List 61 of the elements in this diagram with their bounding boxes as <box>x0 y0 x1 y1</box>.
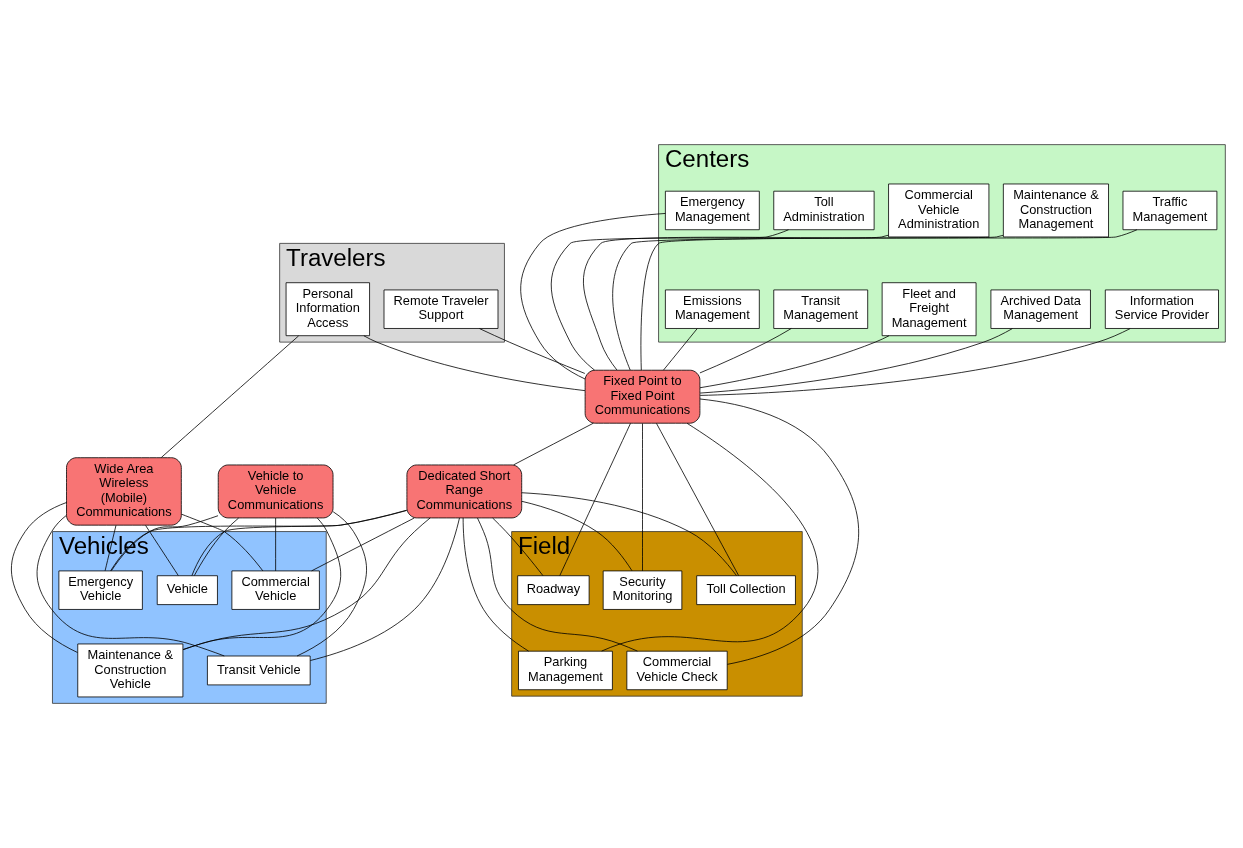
connector <box>11 502 78 653</box>
node-box: Transit Management <box>773 289 869 329</box>
connector <box>520 213 666 380</box>
node-box: Traffic Management <box>1122 190 1218 231</box>
connector <box>36 515 225 657</box>
connector <box>111 515 219 572</box>
node-box: Commercial Vehicle Check <box>626 650 728 691</box>
connector <box>182 517 431 650</box>
node-box: Emergency Management <box>665 190 760 231</box>
node-box: Personal Information Access <box>285 282 370 337</box>
connector <box>642 423 643 572</box>
node-box: Toll Administration <box>773 190 875 231</box>
node-box: Vehicle to Vehicle Communications <box>217 464 334 519</box>
connector <box>479 328 586 374</box>
connector <box>145 525 179 576</box>
connector <box>640 229 1138 371</box>
connector <box>699 398 860 665</box>
connector <box>656 423 740 576</box>
connector <box>583 234 889 371</box>
node-box: Parking Management <box>518 650 613 691</box>
connector <box>311 517 415 572</box>
node-box: Information Service Provider <box>1104 289 1219 329</box>
connector <box>477 517 638 652</box>
connector <box>182 517 342 651</box>
connector <box>699 328 792 374</box>
connector <box>161 335 299 458</box>
connector <box>663 328 698 371</box>
node-box: Transit Vehicle <box>207 655 311 686</box>
node-box: Commercial Vehicle <box>231 570 320 610</box>
connector <box>275 517 277 572</box>
connector <box>309 517 460 661</box>
connector <box>521 492 737 576</box>
connector <box>462 517 529 652</box>
connector <box>550 229 789 371</box>
connector <box>559 423 631 576</box>
node-box: Remote Traveler Support <box>383 289 499 329</box>
node-box: Fleet and Freight Management <box>881 282 977 337</box>
connector <box>521 500 633 572</box>
connector <box>612 234 1004 371</box>
node-box: Wide Area Wireless (Mobile) Communications <box>66 457 182 526</box>
connector <box>513 422 594 466</box>
connector <box>492 517 544 577</box>
node-box: Archived Data Management <box>990 289 1091 329</box>
node-box: Emissions Management <box>665 289 760 329</box>
node-box: Fixed Point to Fixed Point Communications <box>584 369 701 424</box>
node-box: Vehicle <box>156 575 218 606</box>
node-box: Dedicated Short Range Communications <box>406 464 523 519</box>
connector <box>699 328 1131 396</box>
node-box: Roadway <box>517 575 590 606</box>
connector <box>363 335 586 392</box>
node-box: Emergency Vehicle <box>58 570 143 610</box>
node-box: Toll Collection <box>696 575 796 606</box>
node-box: Maintenance & Construction Management <box>1002 183 1109 238</box>
connector <box>110 510 408 572</box>
node-box: Security Monitoring <box>602 570 683 610</box>
node-box: Maintenance & Construction Vehicle <box>77 643 184 698</box>
node-box: Commercial Vehicle Administration <box>888 183 990 238</box>
connector <box>296 511 367 657</box>
connector <box>181 513 264 572</box>
connector <box>193 517 239 576</box>
connector <box>699 328 1013 394</box>
